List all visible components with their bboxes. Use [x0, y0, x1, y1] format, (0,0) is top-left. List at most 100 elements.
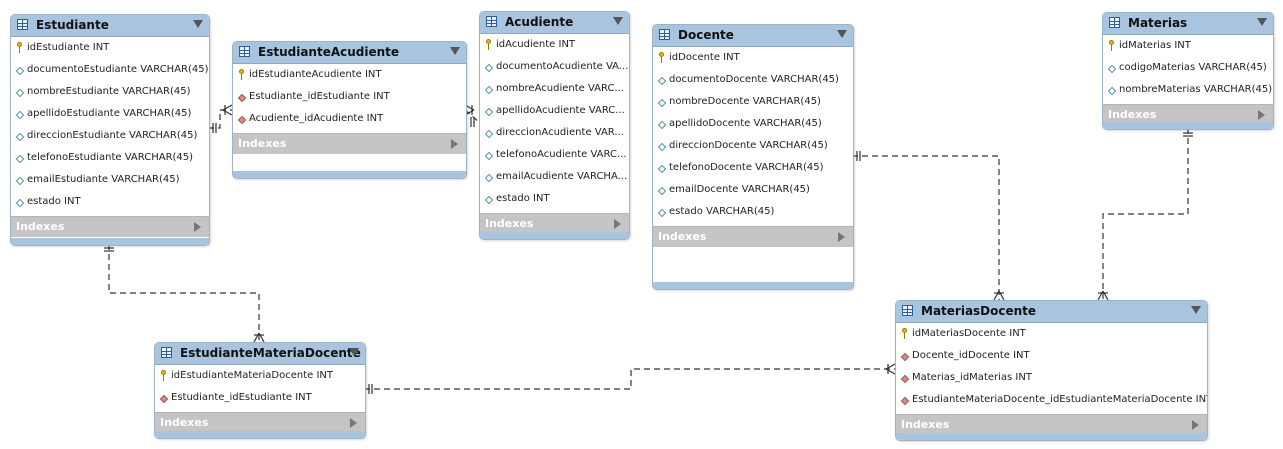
- column-row[interactable]: Estudiante_idEstudiante INT: [155, 388, 365, 410]
- many-marker-icon: [222, 104, 233, 116]
- table-header[interactable]: Docente: [653, 25, 853, 47]
- column-row[interactable]: idMateriasDocente INT: [896, 324, 1207, 346]
- column-row[interactable]: idEstudianteAcudiente INT: [233, 65, 466, 87]
- column-row[interactable]: idMaterias INT: [1103, 36, 1273, 58]
- column-row[interactable]: Docente_idDocente INT: [896, 346, 1207, 368]
- column-row[interactable]: documentoAcudiente VA...: [480, 57, 629, 79]
- primary-key-icon: [659, 52, 664, 63]
- table-icon: [239, 46, 250, 57]
- table-estudiante-materia-docente[interactable]: EstudianteMateriaDocente idEstudianteMate…: [154, 342, 366, 439]
- table-header[interactable]: MateriasDocente: [896, 301, 1207, 323]
- indexes-section[interactable]: Indexes: [233, 133, 466, 154]
- column-row[interactable]: apellidoEstudiante VARCHAR(45): [11, 104, 209, 126]
- collapse-toggle-icon[interactable]: [450, 47, 460, 55]
- column-row[interactable]: apellidoAcudiente VARC...: [480, 101, 629, 123]
- collapse-toggle-icon[interactable]: [193, 20, 203, 28]
- many-marker-icon: [885, 363, 896, 375]
- column-row[interactable]: idAcudiente INT: [480, 35, 629, 57]
- column-row[interactable]: telefonoEstudiante VARCHAR(45): [11, 148, 209, 170]
- collapse-toggle-icon[interactable]: [1257, 18, 1267, 26]
- column-row[interactable]: estado INT: [480, 189, 629, 211]
- column-row[interactable]: idEstudianteMateriaDocente INT: [155, 366, 365, 388]
- column-row[interactable]: nombreEstudiante VARCHAR(45): [11, 82, 209, 104]
- column-row[interactable]: nombreDocente VARCHAR(45): [653, 92, 853, 114]
- column-label: Estudiante_idEstudiante INT: [171, 392, 312, 403]
- indexes-section[interactable]: Indexes: [896, 414, 1207, 435]
- table-header[interactable]: EstudianteMateriaDocente: [155, 343, 365, 365]
- primary-key-icon: [161, 370, 166, 381]
- column-label: idMateriasDocente INT: [912, 328, 1026, 339]
- table-header[interactable]: Materias: [1103, 13, 1273, 35]
- column-row[interactable]: estado VARCHAR(45): [653, 202, 853, 224]
- column-row[interactable]: emailDocente VARCHAR(45): [653, 180, 853, 202]
- table-materias-docente[interactable]: MateriasDocente idMateriasDocente INT Doce…: [895, 300, 1208, 441]
- column-icon: [1107, 64, 1117, 74]
- expand-arrow-icon[interactable]: [614, 219, 621, 229]
- column-icon: [15, 88, 25, 98]
- column-row[interactable]: documentoDocente VARCHAR(45): [653, 70, 853, 92]
- column-row[interactable]: estado INT: [11, 192, 209, 214]
- column-label: direccionAcudiente VAR...: [496, 127, 624, 138]
- column-row[interactable]: emailEstudiante VARCHAR(45): [11, 170, 209, 192]
- expand-arrow-icon[interactable]: [350, 418, 357, 428]
- expand-arrow-icon[interactable]: [1258, 110, 1265, 120]
- column-row[interactable]: Estudiante_idEstudiante INT: [233, 87, 466, 109]
- table-title: Estudiante: [36, 18, 109, 32]
- one-marker-icon: [856, 151, 861, 161]
- column-row[interactable]: direccionDocente VARCHAR(45): [653, 136, 853, 158]
- table-title: EstudianteMateriaDocente: [180, 346, 361, 360]
- connector-acudiente-estudianteacudiente: [464, 109, 480, 123]
- column-row[interactable]: Materias_idMaterias INT: [896, 368, 1207, 390]
- column-row[interactable]: direccionEstudiante VARCHAR(45): [11, 126, 209, 148]
- column-label: documentoAcudiente VA...: [496, 61, 629, 72]
- collapse-toggle-icon[interactable]: [613, 17, 623, 25]
- column-row[interactable]: telefonoDocente VARCHAR(45): [653, 158, 853, 180]
- collapse-toggle-icon[interactable]: [349, 348, 359, 356]
- indexes-section[interactable]: Indexes: [11, 216, 209, 237]
- column-label: emailEstudiante VARCHAR(45): [27, 174, 180, 185]
- column-row[interactable]: idDocente INT: [653, 48, 853, 70]
- indexes-section[interactable]: Indexes: [653, 226, 853, 247]
- column-row[interactable]: telefonoAcudiente VARC...: [480, 145, 629, 167]
- column-label: codigoMaterias VARCHAR(45): [1119, 62, 1267, 73]
- column-label: Acudiente_idAcudiente INT: [249, 113, 384, 124]
- table-footer: [155, 431, 365, 438]
- expand-arrow-icon[interactable]: [1192, 420, 1199, 430]
- collapse-toggle-icon[interactable]: [837, 30, 847, 38]
- table-header[interactable]: Estudiante: [11, 15, 209, 37]
- column-row[interactable]: idEstudiante INT: [11, 38, 209, 60]
- table-header[interactable]: EstudianteAcudiente: [233, 42, 466, 64]
- column-row[interactable]: direccionAcudiente VAR...: [480, 123, 629, 145]
- table-footer: [653, 282, 853, 289]
- column-row[interactable]: Acudiente_idAcudiente INT: [233, 109, 466, 131]
- expand-arrow-icon[interactable]: [838, 232, 845, 242]
- column-row[interactable]: codigoMaterias VARCHAR(45): [1103, 58, 1273, 80]
- column-row[interactable]: documentoEstudiante VARCHAR(45): [11, 60, 209, 82]
- expand-arrow-icon[interactable]: [194, 222, 201, 232]
- column-label: nombreAcudiente VARC...: [496, 83, 624, 94]
- table-icon: [659, 29, 670, 40]
- column-row[interactable]: nombreMaterias VARCHAR(45): [1103, 80, 1273, 102]
- indexes-section[interactable]: Indexes: [1103, 104, 1273, 125]
- column-label: apellidoAcudiente VARC...: [496, 105, 625, 116]
- column-label: apellidoDocente VARCHAR(45): [669, 118, 822, 129]
- table-header[interactable]: Acudiente: [480, 12, 629, 34]
- one-marker-icon: [212, 123, 217, 133]
- indexes-section[interactable]: Indexes: [480, 213, 629, 234]
- column-label: estado INT: [496, 193, 550, 204]
- column-row[interactable]: EstudianteMateriaDocente_idEstudianteMat…: [896, 390, 1207, 412]
- column-row[interactable]: nombreAcudiente VARC...: [480, 79, 629, 101]
- expand-arrow-icon[interactable]: [451, 139, 458, 149]
- indexes-label: Indexes: [16, 220, 65, 233]
- column-row[interactable]: apellidoDocente VARCHAR(45): [653, 114, 853, 136]
- column-icon: [657, 208, 667, 218]
- indexes-section[interactable]: Indexes: [155, 412, 365, 433]
- collapse-toggle-icon[interactable]: [1191, 306, 1201, 314]
- column-row[interactable]: emailAcudiente VARCHA...: [480, 167, 629, 189]
